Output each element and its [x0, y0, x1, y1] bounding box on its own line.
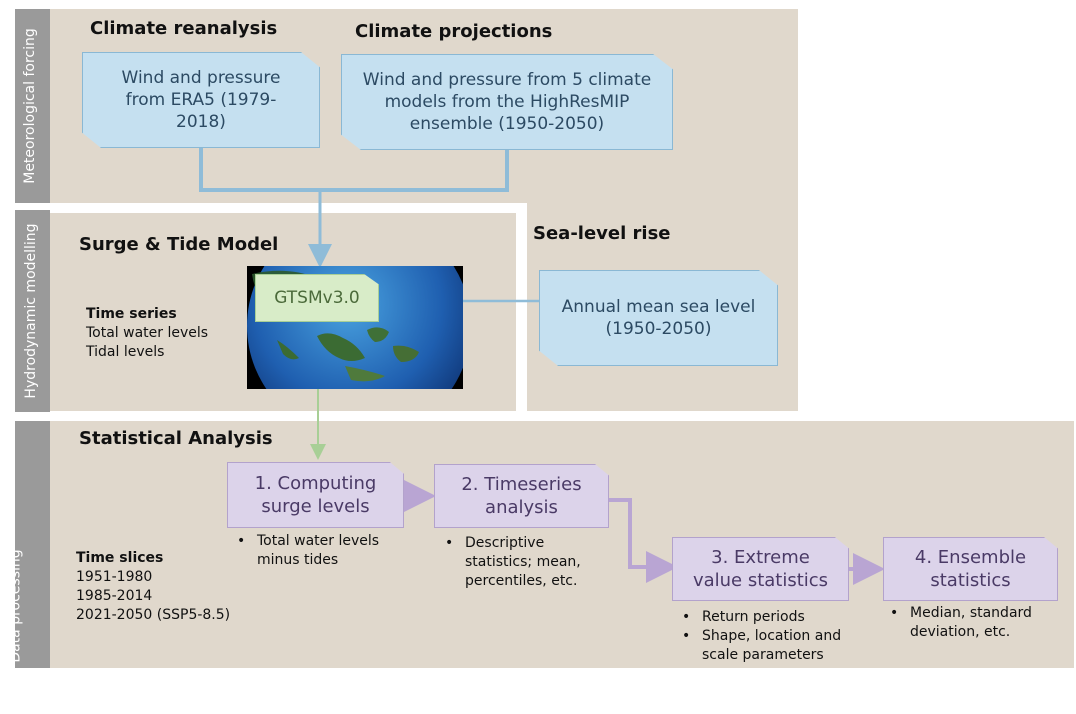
title-statistical-analysis: Statistical Analysis: [79, 428, 273, 449]
time-slice-line: 1985-2014: [76, 588, 153, 604]
gtsm-label: GTSMv3.0: [274, 288, 360, 308]
step2-notes: Descriptive statistics; mean, percentile…: [441, 534, 606, 591]
sidebar-processing: [15, 421, 50, 668]
time-slices-notes: Time slices 1951-1980 1985-2014 2021-205…: [76, 549, 230, 625]
box-step4-ensemble: 4. Ensemble statistics: [883, 537, 1058, 601]
title-climate-projections: Climate projections: [355, 21, 553, 42]
title-sea-level-rise: Sea-level rise: [533, 223, 671, 244]
box-highresmip: Wind and pressure from 5 climate models …: [341, 54, 673, 150]
box-era5: Wind and pressure from ERA5 (1979-2018): [82, 52, 320, 148]
time-slice-line: 2021-2050 (SSP5-8.5): [76, 607, 231, 623]
box-gtsm: GTSMv3.0: [255, 274, 379, 322]
step4-notes: Median, standard deviation, etc.: [886, 604, 1051, 642]
step3-note-item: Return periods: [678, 608, 858, 627]
step1-notes: Total water levels minus tides: [233, 532, 408, 570]
box-step2-timeseries: 2. Timeseries analysis: [434, 464, 609, 528]
time-series-line: Total water levels: [86, 325, 209, 341]
box-step3-extreme-value: 3. Extreme value statistics: [672, 537, 849, 601]
connector-era5: [199, 148, 320, 192]
box-step1-computing-surge: 1. Computing surge levels: [227, 462, 404, 528]
step3-note-item: Shape, location and scale parameters: [678, 627, 858, 665]
step3-notes: Return periods Shape, location and scale…: [678, 608, 858, 665]
step4-note-item: Median, standard deviation, etc.: [886, 604, 1051, 642]
step1-note-item: Total water levels minus tides: [233, 532, 408, 570]
time-slice-line: 1951-1980: [76, 569, 153, 585]
connector-highresmip: [320, 150, 509, 192]
time-slices-heading: Time slices: [76, 550, 164, 566]
time-series-line: Tidal levels: [86, 344, 165, 360]
step2-note-item: Descriptive statistics; mean, percentile…: [441, 534, 606, 591]
time-series-notes: Time series Total water levels Tidal lev…: [86, 305, 208, 362]
connector-step2-step3: [609, 498, 678, 583]
sidebar-hydrodynamic: [15, 210, 50, 412]
title-climate-reanalysis: Climate reanalysis: [90, 18, 278, 39]
time-series-heading: Time series: [86, 306, 177, 322]
box-annual-mean-sea-level: Annual mean sea level (1950-2050): [539, 270, 778, 366]
title-surge-tide-model: Surge & Tide Model: [79, 234, 279, 255]
sidebar-meteorological: [15, 9, 50, 203]
